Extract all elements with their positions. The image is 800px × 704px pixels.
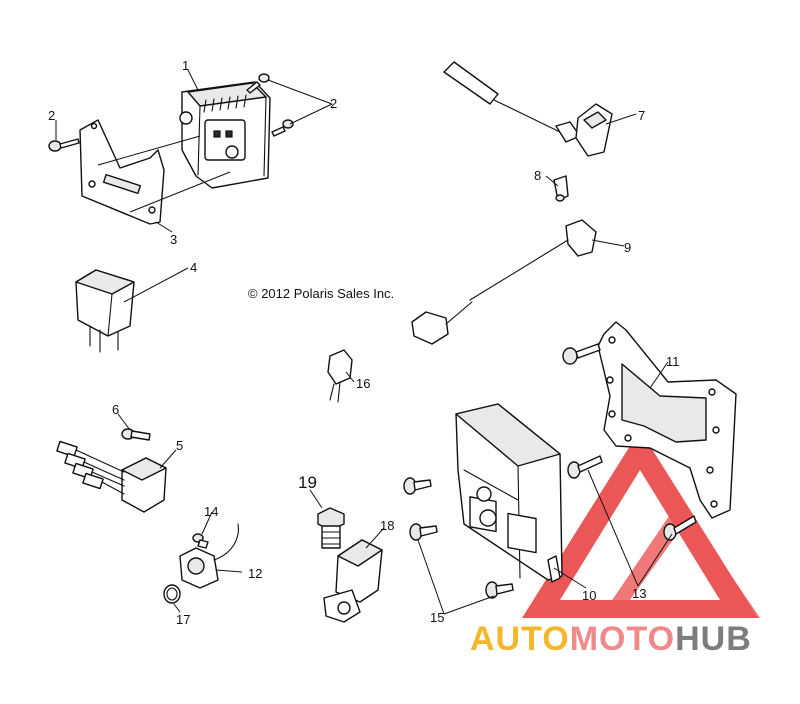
part-15-screw-b: [409, 523, 438, 541]
callout-11: 11: [666, 354, 680, 369]
callout-8: 8: [534, 168, 541, 183]
callout-3: 3: [170, 232, 177, 247]
callout-13: 13: [632, 586, 646, 601]
callout-14: 14: [204, 504, 218, 519]
part-14-screw: [192, 533, 209, 549]
watermark-hub: HUB: [675, 620, 752, 658]
part-11-plate: [597, 321, 737, 519]
part-15-screw-a: [403, 477, 432, 495]
part-19-bolt: [317, 507, 345, 549]
callout-15: 15: [430, 610, 444, 625]
part-2-screw-upper: [246, 73, 270, 94]
callout-1: 1: [182, 58, 189, 73]
part-4-relay: [75, 269, 135, 353]
watermark-moto: MOTO: [569, 620, 676, 658]
callout-7: 7: [638, 108, 645, 123]
part-13-screw-lower: [663, 515, 697, 541]
part-18-sensor: [323, 539, 383, 623]
part-15-screw-c: [485, 581, 514, 599]
part-3-bracket: [79, 119, 231, 225]
part-8-bolt: [553, 175, 569, 202]
callout-16: 16: [356, 376, 370, 391]
copyright-notice: © 2012 Polaris Sales Inc.: [248, 286, 394, 301]
part-12-sensor: [179, 523, 239, 589]
part-13-screw-upper: [567, 455, 603, 479]
part-6-screw: [121, 428, 151, 441]
callout-10: 10: [582, 588, 596, 603]
part-2-screw-left: [48, 138, 80, 152]
part-10-ecu: [455, 403, 563, 583]
callout-12: 12: [248, 566, 262, 581]
part-2-screw-lower: [271, 119, 294, 137]
callout-5: 5: [176, 438, 183, 453]
part-9-sensor: [411, 219, 597, 345]
callout-leaders: [55, 69, 673, 615]
watermark-auto: AUTO: [470, 620, 570, 658]
part-11-screw: [562, 343, 601, 365]
part-17-o-ring: [163, 584, 181, 604]
callout-2-right: 2: [330, 96, 337, 111]
part-16-clip: [327, 349, 353, 403]
callout-6: 6: [112, 402, 119, 417]
callout-18: 18: [380, 518, 394, 533]
callout-9: 9: [624, 240, 631, 255]
part-7-sensor: [443, 61, 613, 157]
callout-19: 19: [298, 473, 317, 492]
callout-17: 17: [176, 612, 190, 627]
callout-4: 4: [190, 260, 197, 275]
part-5-connector: [56, 440, 167, 513]
part-1-module: [179, 81, 271, 189]
automotohub-watermark: AUTOMOTOHUB: [470, 622, 752, 656]
callout-labels: 1 2 2 3 4 5 6 7 8 9 10 11 12 13 14 15 16…: [48, 58, 680, 627]
callout-2-left: 2: [48, 108, 55, 123]
